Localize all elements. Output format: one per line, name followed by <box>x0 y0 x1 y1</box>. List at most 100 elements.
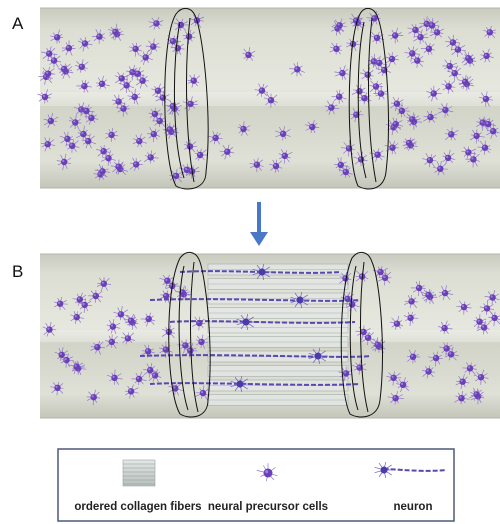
neural-precursor-cell <box>162 122 178 136</box>
neural-precursor-cell <box>404 295 418 309</box>
neural-precursor-cell <box>81 133 97 149</box>
neural-precursor-cell <box>479 91 493 107</box>
neural-precursor-cell <box>106 318 121 334</box>
neural-precursor-cell <box>442 149 456 164</box>
neural-precursor-cell <box>426 18 440 33</box>
collagen-fibers-icon <box>122 459 156 487</box>
neural-precursor-cell <box>461 50 475 66</box>
panel-b-neurons <box>139 264 371 392</box>
neural-precursor-cell <box>444 346 459 361</box>
neural-precursor-cell <box>143 363 158 378</box>
neural-precursor-cell <box>420 41 435 55</box>
panel-b-nerve-stumps <box>168 252 383 418</box>
neural-precursor-cell <box>56 153 72 171</box>
neural-precursor-cell <box>429 26 444 40</box>
neural-precursor-cell <box>68 114 82 130</box>
neural-precursor-cell <box>275 126 291 141</box>
neural-precursor-cell <box>143 150 159 164</box>
neural-precursor-cell <box>473 369 489 385</box>
neural-precursor-cell <box>334 65 349 80</box>
neural-precursor-cell <box>396 377 410 393</box>
neural-precursor-cell <box>479 300 495 315</box>
neural-precursor-cell <box>168 381 184 396</box>
neural-precursor-cell <box>387 391 404 405</box>
neural-precursor-cell <box>141 344 155 358</box>
neural-precursor-cell <box>76 79 92 93</box>
neural-precursor-cell <box>131 371 147 386</box>
neural-precursor-cell <box>184 139 197 153</box>
neural-precursor-cell <box>421 365 436 379</box>
neural-precursor-cell <box>123 313 138 327</box>
neural-precursor-cell <box>95 75 110 90</box>
neural-precursor-cell <box>366 10 381 26</box>
neural-precursor-cell <box>402 137 417 150</box>
neural-precursor-cell <box>457 74 473 90</box>
neural-precursor-cell <box>118 77 135 93</box>
neural-precursor-cell <box>80 104 95 119</box>
neural-precursor-cell <box>254 83 269 97</box>
neural-precursor-cell <box>426 85 442 102</box>
neural-precursor-cell <box>421 289 437 303</box>
neural-precursor-cell <box>445 34 460 51</box>
neural-precursor-cell <box>438 285 454 301</box>
neural-precursor-cell <box>47 53 62 68</box>
neural-precursor-cell <box>249 157 264 173</box>
neural-precursor-cell <box>385 52 399 67</box>
neural-precursor-cell <box>152 113 167 128</box>
neural-precursor-cell <box>37 89 53 104</box>
neural-precursor-cell <box>128 42 142 57</box>
neural-precursor-cell <box>68 360 85 375</box>
legend-label-collagen: ordered collagen fibers <box>74 501 201 513</box>
neural-precursor-cell <box>242 47 256 61</box>
neural-precursor-cell <box>177 339 194 354</box>
neural-precursor-cell <box>407 349 421 364</box>
neural-precursor-cell <box>120 332 136 345</box>
neural-precursor-cell <box>108 23 123 40</box>
neural-precursor-cell <box>106 369 123 385</box>
neural-precursor-cell <box>88 289 103 303</box>
neuron <box>149 376 361 392</box>
neural-precursor-cell <box>105 334 119 349</box>
neural-precursor-cell <box>462 362 477 375</box>
neural-precursor-cell <box>94 164 111 179</box>
neural-precursor-cell <box>219 144 235 160</box>
neural-precursor-cell <box>289 62 305 77</box>
neural-precursor-cell <box>84 111 99 125</box>
neural-precursor-cell <box>413 29 429 45</box>
neural-precursor-cell <box>407 24 423 38</box>
neural-precursor-cell <box>151 83 165 98</box>
neuron <box>179 264 341 280</box>
neural-precursor-cell <box>50 29 64 44</box>
neural-precursor-cell <box>332 18 347 34</box>
neural-precursor-cell <box>70 311 84 324</box>
legend: ordered collagen fibers neural precursor… <box>57 448 455 522</box>
neural-precursor-cell <box>432 160 448 176</box>
neural-precursor-cell <box>264 93 278 108</box>
neural-precursor-cell <box>124 384 139 399</box>
transition-arrow <box>250 202 268 246</box>
neural-precursor-cell <box>441 80 456 94</box>
neural-precursor-cell <box>105 128 118 142</box>
neural-precursor-cell <box>444 127 459 141</box>
panel-b-label: B <box>12 262 24 281</box>
neural-precursor-cell <box>42 321 57 337</box>
neural-precursor-cell <box>40 137 56 152</box>
neural-precursor-cell <box>130 66 145 81</box>
neural-precursor-cell <box>388 27 404 44</box>
neural-precursor-cell <box>256 463 278 482</box>
neural-precursor-cell <box>406 112 420 127</box>
neuron <box>374 462 447 478</box>
neural-precursor-cell <box>403 311 419 326</box>
neural-precursor-cell <box>148 16 164 30</box>
legend-label-precursor: neural precursor cells <box>208 501 328 513</box>
neural-precursor-cell <box>86 389 100 406</box>
neural-precursor-cell <box>140 312 156 327</box>
neural-precursor-cell <box>269 159 283 173</box>
neural-precursor-cell <box>338 366 353 382</box>
neural-precursor-cell <box>438 320 453 335</box>
neural-precursor-cell <box>59 131 74 147</box>
neural-precursor-cell <box>423 110 438 123</box>
neural-precursor-cell <box>386 371 402 386</box>
neural-precursor-cell <box>404 46 420 62</box>
neural-precursor-cell <box>75 59 89 73</box>
